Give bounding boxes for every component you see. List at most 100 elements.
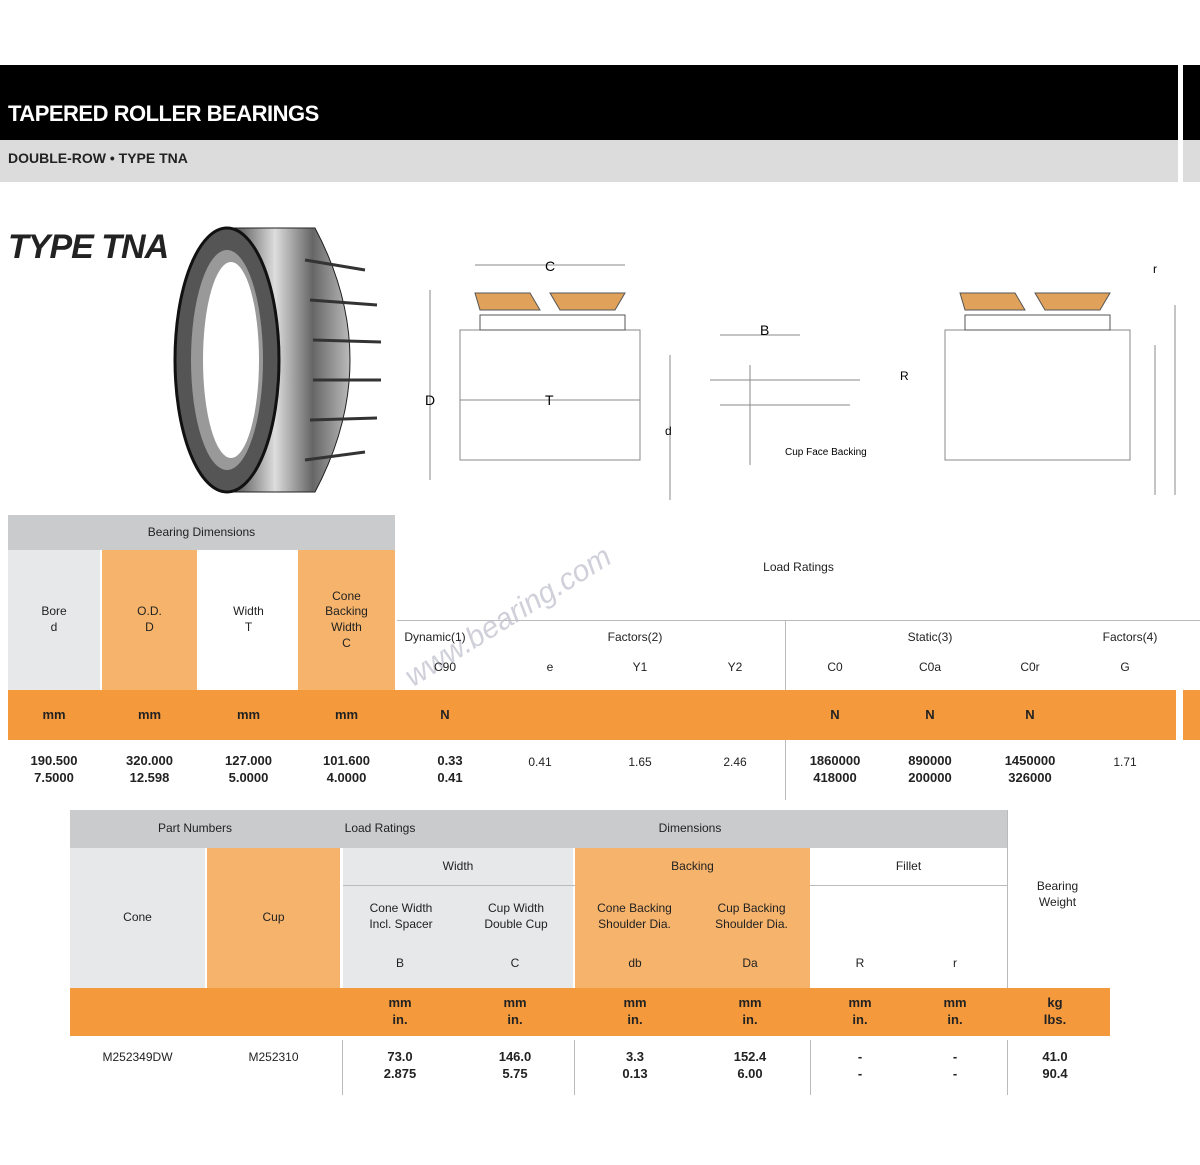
col-sym: C [342, 635, 351, 650]
col-cone: Cone [70, 848, 205, 988]
g-value: 1.71 [1113, 754, 1137, 769]
y2-value: 2.46 [723, 754, 747, 769]
col-b: B [395, 956, 404, 971]
unit: mm [848, 995, 872, 1011]
col-db: db [628, 956, 642, 971]
c0r-lbf: 326000 [1008, 770, 1052, 785]
col-c0a: C0a [918, 659, 941, 674]
db-mm: 3.3 [625, 1049, 645, 1065]
unit: in. [627, 1012, 643, 1027]
col-e: e [546, 659, 554, 674]
c0r-n: 1450000 [1004, 753, 1056, 769]
unit: in. [947, 1012, 963, 1027]
subtitle-bar-edge [1183, 140, 1200, 182]
unit: in. [852, 1012, 868, 1027]
subgroup-fillet: Fillet [895, 859, 922, 874]
col-cone-backing-label: Cone Backing Shoulder Dia. [597, 901, 672, 931]
c90-lbf: 0.41 [437, 770, 463, 785]
col-label: Width [233, 604, 264, 619]
col-cup-width-label: Cup Width Double Cup [484, 901, 548, 931]
backing-group-bg [575, 848, 810, 988]
units-row [8, 690, 1176, 740]
section-subtitle-bar: DOUBLE-ROW • TYPE TNA [0, 140, 1178, 182]
c-in: 5.75 [502, 1066, 528, 1081]
col-sym: D [145, 620, 154, 634]
col-c0: C0 [827, 659, 843, 674]
col-bearing-weight: Bearing Weight [1036, 879, 1079, 909]
label-t: T [545, 392, 554, 408]
unit: in. [507, 1012, 523, 1027]
dimension-diagram-right: R r [900, 262, 1176, 495]
width-in: 5.0000 [228, 770, 269, 785]
od-mm: 320.000 [126, 753, 173, 769]
c0-lbf: 418000 [813, 770, 857, 785]
group-header-bearing-dimensions: Bearing Dimensions [8, 515, 395, 550]
r-small-in: - [952, 1066, 958, 1081]
cone-part-number: M252349DW [102, 1049, 173, 1064]
weight-kg: 41.0 [1042, 1049, 1068, 1065]
col-y1: Y1 [632, 659, 648, 674]
group-header-bar [70, 810, 1007, 848]
od-in: 12.598 [129, 770, 170, 785]
unit: N [830, 706, 840, 722]
col-cup-backing-label: Cup Backing Shoulder Dia. [715, 901, 788, 931]
group-header-load-ratings: Load Ratings [763, 559, 834, 574]
label-d: D [425, 392, 435, 408]
bore-mm: 190.500 [30, 753, 78, 769]
unit: in. [742, 1012, 758, 1027]
bearing-illustration [173, 226, 382, 494]
unit: mm [236, 706, 261, 722]
da-in: 6.00 [737, 1066, 763, 1081]
col-r-small: r [953, 956, 957, 971]
db-in: 0.13 [622, 1066, 648, 1081]
title-bar-edge [1183, 65, 1200, 140]
col-c: C [510, 956, 520, 971]
col-g: G [1120, 659, 1130, 674]
c-mm: 146.0 [498, 1049, 532, 1065]
diagram-note: Cup Face Backing [785, 447, 867, 458]
da-mm: 152.4 [733, 1049, 767, 1065]
subgroup-width: Width [442, 859, 474, 874]
cup-part-number: M252310 [248, 1049, 299, 1064]
unit: N [1025, 706, 1035, 722]
unit: in. [392, 1012, 408, 1027]
cone-width-in: 4.0000 [326, 770, 367, 785]
units-row [70, 988, 1110, 1036]
e-value: 0.41 [528, 754, 552, 769]
label-b: B [760, 322, 769, 338]
weight-lbs: 90.4 [1042, 1066, 1068, 1081]
unit: mm [623, 995, 647, 1011]
col-c90: C90 [433, 659, 456, 674]
col-cup: Cup [207, 848, 340, 988]
group-header-load-ratings: Load Ratings [344, 821, 416, 836]
section-title-bar: TAPERED ROLLER BEARINGS [0, 65, 1178, 140]
subgroup-backing: Backing [671, 859, 714, 874]
group-header-dimensions: Dimensions [658, 821, 722, 836]
unit: N [440, 706, 450, 722]
dimension-diagram-left: C D T B d Cup Face Backing [425, 258, 867, 500]
units-row-edge [1183, 690, 1200, 740]
col-sym: T [244, 620, 253, 634]
col-od: O.D.D [102, 550, 197, 690]
col-label: O.D. [137, 604, 162, 619]
label-r-small: r [1153, 262, 1157, 276]
width-mm: 127.000 [225, 753, 272, 769]
b-in: 2.875 [383, 1066, 417, 1081]
subgroup-dynamic: Dynamic(1) [404, 629, 466, 644]
unit: mm [42, 706, 66, 722]
c0a-lbf: 200000 [908, 770, 952, 785]
col-y2: Y2 [727, 659, 743, 674]
col-label: Bore [41, 604, 67, 619]
unit: mm [503, 995, 527, 1011]
label-r: R [900, 369, 909, 383]
unit: mm [334, 706, 359, 722]
label-d-small: d [665, 424, 672, 438]
width-group-bg [343, 848, 573, 988]
subgroup-factors-2: Factors(4) [1102, 629, 1158, 644]
unit: lbs. [1043, 1012, 1067, 1027]
c0a-n: 890000 [908, 753, 952, 769]
r-small-mm: - [952, 1049, 958, 1065]
